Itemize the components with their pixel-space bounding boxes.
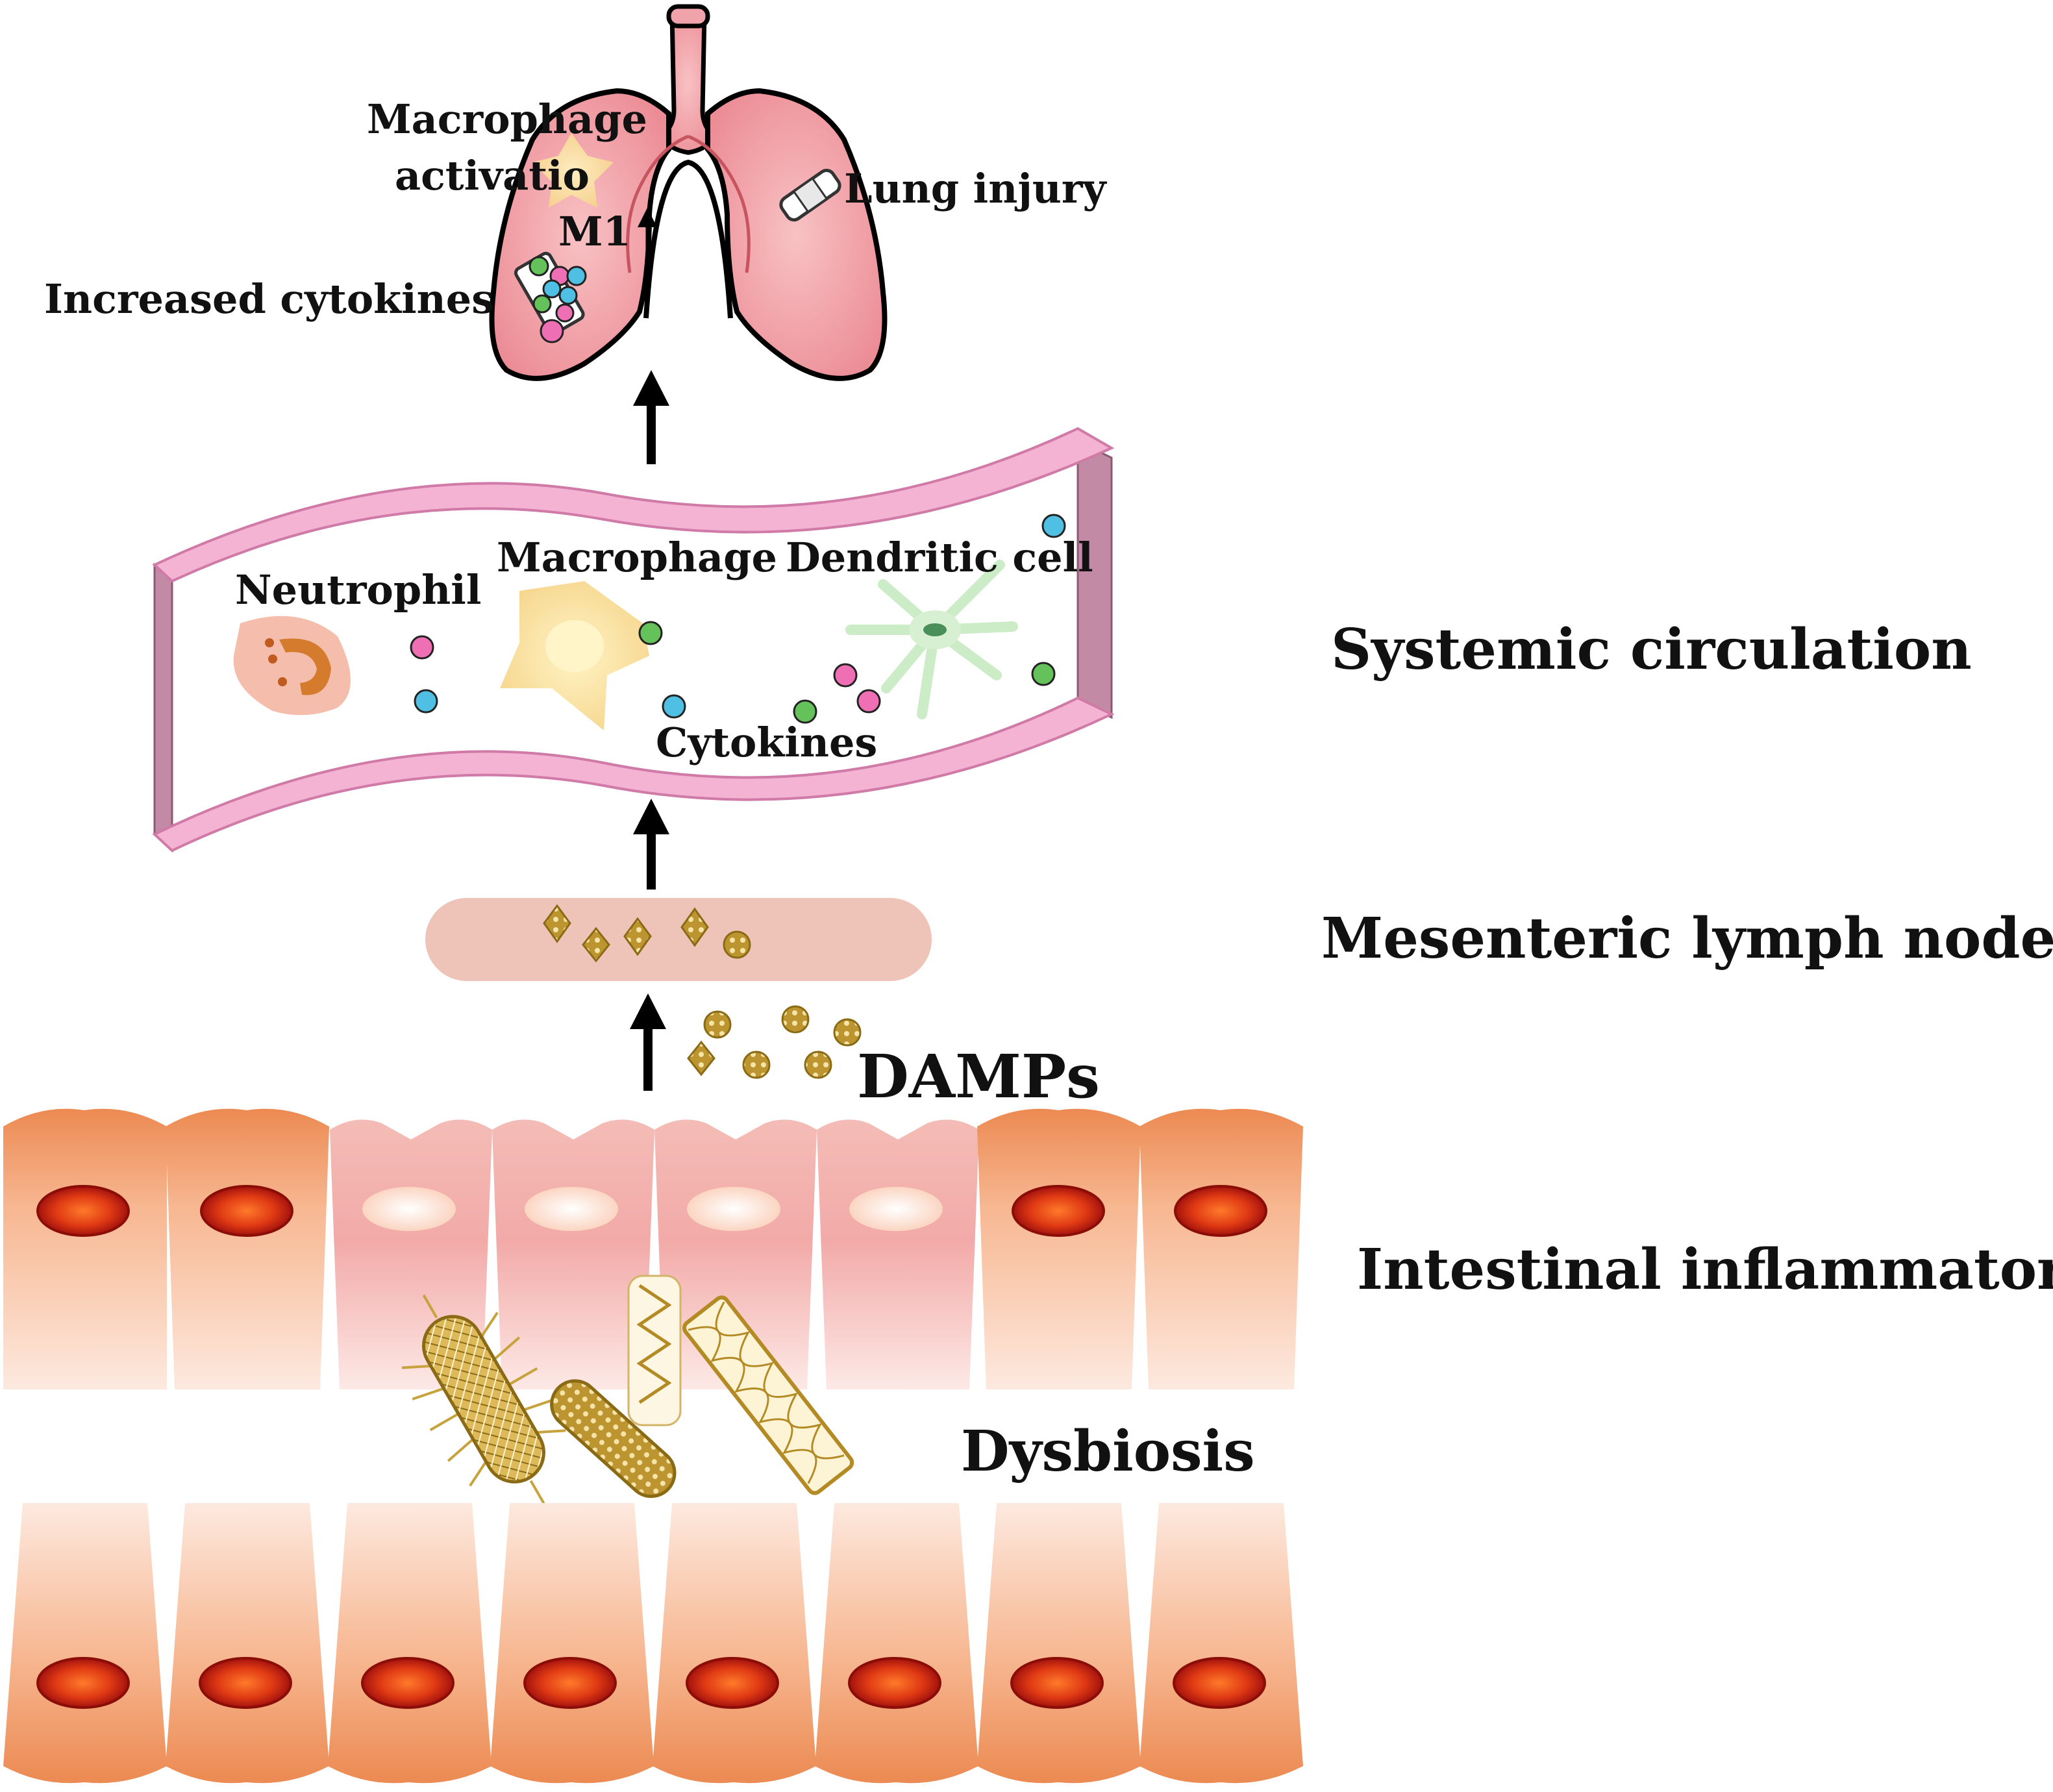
dendritic-cell-icon: [845, 560, 1018, 719]
neutrophil-label: Neutrophil: [235, 566, 481, 614]
mesenteric-lymph-nodes-label: Mesenteric lymph nodes: [1321, 906, 2053, 971]
damp-particles-in-node-icon: [543, 904, 751, 963]
macrophage-cell-icon: [500, 581, 649, 730]
macrophage-activation-label-2: activatio: [395, 152, 590, 199]
damp-particle-icon: [687, 1005, 862, 1079]
macrophage-label: Macrophage: [497, 534, 777, 581]
blood-vessel-icon: [152, 427, 1115, 853]
dendritic-cell-label: Dendritic cell: [786, 534, 1093, 581]
cytokines-label: Cytokines: [656, 719, 877, 766]
bandage-icon: [779, 168, 841, 222]
systemic-circulation-label: Systemic circulation: [1331, 617, 1972, 682]
intestinal-inflammatory-label: Intestinal inflammatory: [1357, 1237, 2053, 1302]
neutrophil-cell-icon: [233, 616, 351, 716]
damps-label: DAMPs: [857, 1041, 1100, 1112]
activated-macrophage-icon: [532, 133, 614, 208]
m1-label: M1: [558, 208, 631, 255]
cytokine-particles-icon: [410, 514, 1066, 724]
increased-cytokines-label: Increased cytokines: [44, 275, 494, 323]
intestinal-epithelium-bottom: [3, 1503, 1303, 1784]
cytokine-cluster-icon: [514, 251, 587, 343]
bacteria-icon: [401, 1275, 854, 1504]
dysbiosis-label: Dysbiosis: [961, 1419, 1255, 1484]
arrow-to-lung-icon: [633, 370, 669, 464]
intestinal-epithelium-top: [3, 1108, 1303, 1389]
arrow-to-vessel-icon: [633, 799, 669, 890]
macrophage-activation-label-1: Macrophage: [367, 95, 647, 143]
lymph-node-icon: [425, 898, 932, 981]
lung-injury-label: Lung injury: [844, 165, 1107, 212]
arrow-to-lymph-icon: [630, 993, 666, 1091]
